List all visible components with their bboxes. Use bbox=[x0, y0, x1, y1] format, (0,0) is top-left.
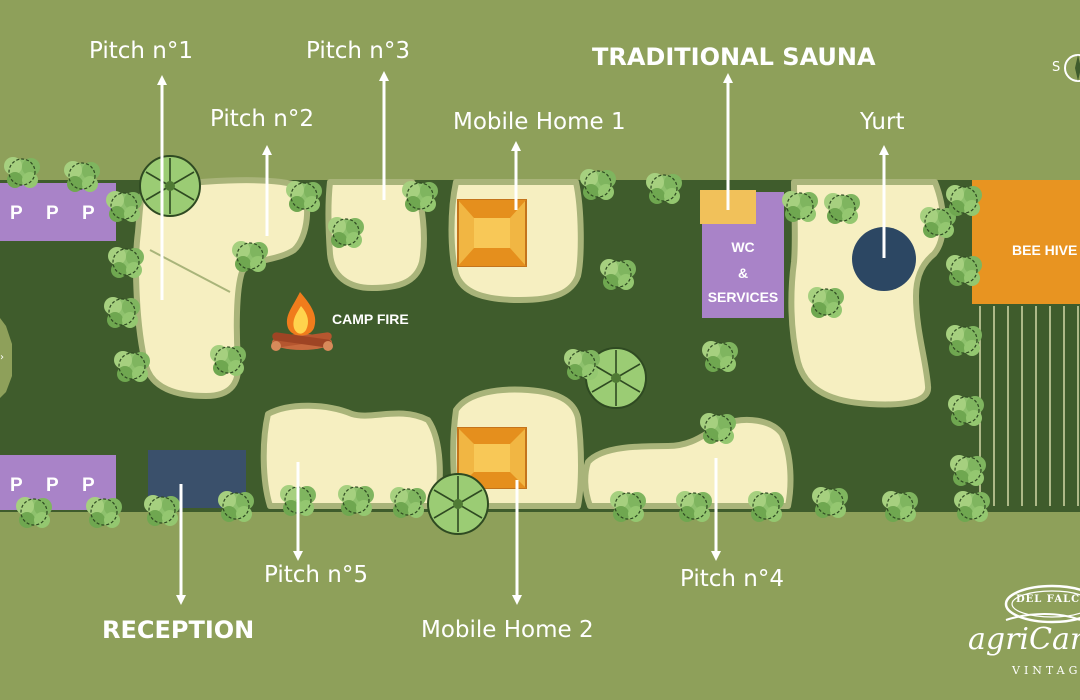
pitch-5-area[interactable] bbox=[260, 402, 443, 509]
camp-fire-label: CAMP FIRE bbox=[332, 311, 409, 327]
pitch-4-label: Pitch n°4 bbox=[680, 566, 785, 592]
compass-icon bbox=[1064, 54, 1080, 82]
bee-hive-label: BEE HIVE bbox=[1012, 242, 1078, 258]
parking-bottom-symbols: P P P bbox=[10, 475, 95, 496]
yurt-label: Yurt bbox=[860, 109, 905, 135]
pitch-1-label: Pitch n°1 bbox=[89, 38, 194, 64]
mobile-home-1-roof[interactable] bbox=[457, 199, 527, 267]
services-label: SERVICES bbox=[707, 289, 779, 305]
logo-subtitle: VINTAGE bbox=[1012, 664, 1080, 677]
parking-top-symbols: P P P bbox=[10, 203, 95, 224]
bee-hive-area[interactable] bbox=[972, 180, 1080, 304]
logo-script: agriCamp bbox=[968, 622, 1080, 657]
parking-symbol: P bbox=[46, 475, 59, 496]
entrance-arrow-icon: › bbox=[0, 352, 4, 363]
logo-emblem bbox=[1004, 584, 1080, 624]
parking-symbol: P bbox=[10, 475, 23, 496]
pitch-5-label: Pitch n°5 bbox=[264, 562, 369, 588]
mobile-home-2-label: Mobile Home 2 bbox=[421, 617, 594, 643]
pitch-3-area[interactable] bbox=[325, 179, 427, 291]
logo-brand: DEL FALCO bbox=[1016, 594, 1080, 605]
ampersand-label: & bbox=[737, 265, 749, 281]
pitch-3-label: Pitch n°3 bbox=[306, 38, 411, 64]
reception-label: RECEPTION bbox=[102, 616, 255, 644]
yurt-icon[interactable] bbox=[852, 227, 916, 291]
parking-top[interactable] bbox=[0, 183, 116, 241]
camp-fire-icon[interactable] bbox=[271, 292, 333, 351]
entrance-marker[interactable] bbox=[0, 318, 12, 398]
mobile-home-1-label: Mobile Home 1 bbox=[453, 109, 626, 135]
pitch-2-label: Pitch n°2 bbox=[210, 106, 315, 132]
pitch-4-area[interactable] bbox=[582, 416, 794, 509]
parking-symbol: P bbox=[10, 203, 23, 224]
parking-symbol: P bbox=[46, 203, 59, 224]
sauna-label: TRADITIONAL SAUNA bbox=[592, 43, 876, 71]
wc-label: WC bbox=[731, 239, 755, 255]
parking-symbol: P bbox=[82, 475, 95, 496]
compass-letter: S bbox=[1052, 60, 1061, 75]
parking-symbol: P bbox=[82, 203, 95, 224]
